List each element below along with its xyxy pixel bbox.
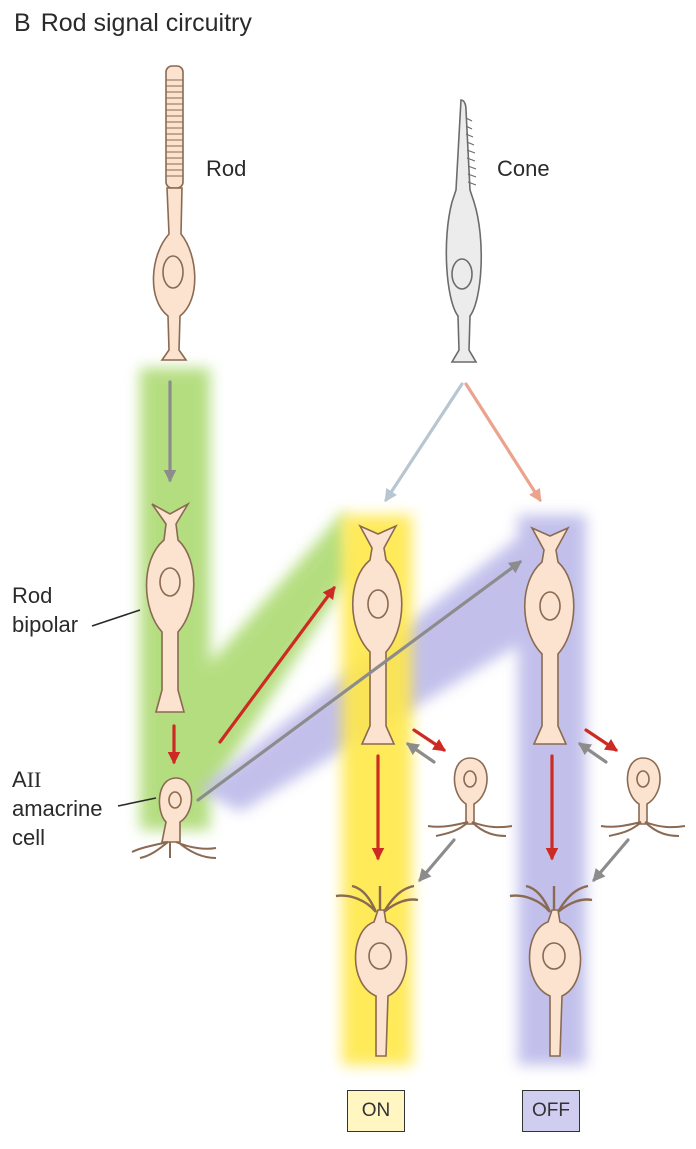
off-bipolar-to-amacrine-arrow <box>584 728 619 752</box>
cell-label: cell <box>12 825 46 850</box>
off-ganglion-cell <box>509 884 593 1057</box>
aii-to-on-bipolar-arrow <box>218 585 336 744</box>
aii-roman: II <box>26 767 42 792</box>
cone-to-off-bipolar-arrow <box>464 382 542 503</box>
on-amacrine-to-bipolar-arrow <box>405 742 436 764</box>
rod-bipolar-leader <box>91 609 141 627</box>
off-amacrine-to-ganglion-arrow <box>592 838 630 882</box>
aii-amacrine-cell <box>131 777 217 859</box>
aii-label: AII <box>12 767 41 793</box>
off-bipolar-cell <box>524 526 575 745</box>
rod-bipolar-label-line2: bipolar <box>12 612 79 637</box>
rod-bipolar-label-line1: Rod <box>12 583 53 608</box>
off-amacrine-to-bipolar-arrow <box>577 742 608 764</box>
panel-letter: B <box>14 9 31 37</box>
cone-to-on-bipolar-arrow <box>384 382 464 503</box>
leader-lines <box>91 609 157 807</box>
on-bipolar-cell <box>352 524 403 745</box>
on-bipolar-to-amacrine-arrow <box>412 728 447 752</box>
rod-cell <box>152 65 196 361</box>
amacrine-label: amacrine <box>12 796 103 821</box>
cone-cell <box>445 99 482 363</box>
aii-amacrine-leader <box>117 797 157 807</box>
title-text: Rod signal circuitry <box>40 9 252 37</box>
on-pathway-box: ON <box>347 1090 405 1132</box>
off-amacrine-cell <box>600 757 686 837</box>
aii-to-off-bipolar-arrow <box>196 560 523 802</box>
on-ganglion-cell <box>335 884 419 1057</box>
aii-prefix: A <box>12 767 27 792</box>
on-amacrine-to-ganglion-arrow <box>418 838 456 882</box>
cone-label: Cone <box>497 156 550 181</box>
off-pathway-box: OFF <box>522 1090 580 1132</box>
figure-title: B Rod signal circuitry <box>14 10 252 36</box>
rod-bipolar-cell <box>145 501 195 713</box>
arrows <box>163 380 630 882</box>
on-amacrine-cell <box>427 757 513 837</box>
rod-label: Rod <box>206 156 247 181</box>
